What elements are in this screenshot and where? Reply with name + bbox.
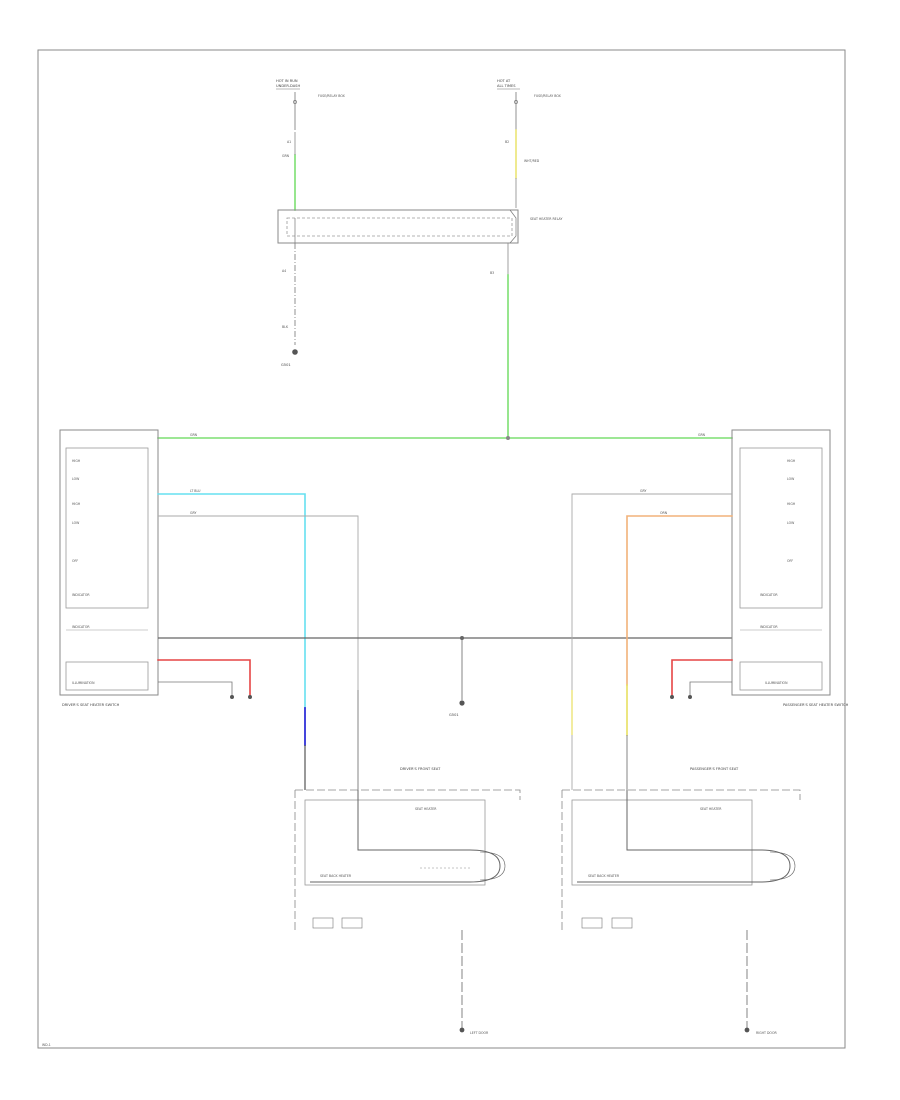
- svg-text:GRN: GRN: [698, 433, 706, 437]
- svg-text:LOW: LOW: [72, 477, 80, 481]
- ground-top-symbol: [292, 349, 298, 355]
- cyan-wire-left: [157, 493, 306, 709]
- right-door-label: RIGHT DOOR: [756, 1031, 777, 1035]
- ground-mid-label: G501: [449, 713, 459, 717]
- svg-text:GRY: GRY: [190, 511, 196, 515]
- svg-text:WHT/RED: WHT/RED: [524, 159, 540, 163]
- top-right-source-label2: ALL TIMES: [497, 84, 516, 88]
- red-wire-right: [671, 659, 733, 696]
- svg-text:B3: B3: [490, 271, 494, 275]
- svg-text:HIGH: HIGH: [72, 502, 81, 506]
- left-seatback-label: SEAT BACK HEATER: [320, 874, 352, 878]
- svg-text:GRY: GRY: [640, 489, 646, 493]
- right-seatback-label: SEAT BACK HEATER: [588, 874, 620, 878]
- svg-text:INDICATOR: INDICATOR: [72, 625, 90, 629]
- svg-text:LOW: LOW: [787, 477, 795, 481]
- page-ref: WD-1: [42, 1043, 51, 1047]
- gray-wire-left: [158, 515, 359, 690]
- svg-text:HIGH: HIGH: [787, 459, 796, 463]
- left-switch-label: DRIVER'S SEAT HEATER SWITCH: [62, 703, 120, 707]
- svg-text:INDICATOR: INDICATOR: [760, 593, 778, 597]
- left-door-label: LEFT DOOR: [470, 1031, 489, 1035]
- left-seat-heater-label: SEAT HEATER: [415, 807, 437, 811]
- passenger-seat-heater-switch: HIGH LOW HIGH LOW OFF INDICATOR INDICATO…: [731, 429, 849, 707]
- svg-text:A4: A4: [282, 269, 286, 273]
- red-wire-left: [157, 659, 251, 696]
- top-right-source: HOT AT ALL TIMES FUSE/RELAY BOX B2: [497, 79, 562, 144]
- seat-heater-relay: SEAT HEATER RELAY: [277, 209, 562, 244]
- top-left-source-label: HOT IN RUN: [276, 79, 298, 83]
- top-left-source: HOT IN RUN UNDER-DASH FUSE/RELAY BOX A1 …: [276, 79, 346, 158]
- svg-text:ILLUMINATION: ILLUMINATION: [72, 681, 95, 685]
- svg-text:INDICATOR: INDICATOR: [760, 625, 778, 629]
- diagram-frame: [37, 49, 846, 1049]
- right-seat-label: PASSENGER'S FRONT SEAT: [690, 767, 739, 771]
- orange-wire-right: [626, 515, 733, 686]
- svg-text:LOW: LOW: [787, 521, 795, 525]
- svg-text:LT BLU: LT BLU: [190, 489, 201, 493]
- top-right-fuse-label: FUSE/RELAY BOX: [534, 94, 562, 98]
- right-seat-heater-label: SEAT HEATER: [700, 807, 722, 811]
- left-seat-label: DRIVER'S FRONT SEAT: [400, 767, 441, 771]
- svg-text:GRN: GRN: [282, 154, 290, 158]
- top-right-source-label: HOT AT: [497, 79, 511, 83]
- passenger-front-seat: PASSENGER'S FRONT SEAT SEAT HEATER SEAT …: [561, 767, 801, 930]
- driver-seat-heater-switch: HIGH LOW HIGH LOW OFF INDICATOR INDICATO…: [59, 429, 159, 707]
- relay-label: SEAT HEATER RELAY: [530, 217, 562, 221]
- right-switch-label: PASSENGER'S SEAT HEATER SWITCH: [783, 703, 849, 707]
- ground-mid-symbol: [459, 700, 465, 706]
- svg-text:ILLUMINATION: ILLUMINATION: [765, 681, 788, 685]
- svg-text:OFF: OFF: [72, 559, 78, 563]
- svg-text:ORN: ORN: [660, 511, 668, 515]
- svg-text:GRN: GRN: [190, 433, 198, 437]
- svg-text:A1: A1: [287, 140, 291, 144]
- top-left-source-label2: UNDER-DASH: [276, 84, 300, 88]
- svg-text:B2: B2: [505, 140, 509, 144]
- svg-text:BLK: BLK: [282, 325, 289, 329]
- svg-text:LOW: LOW: [72, 521, 80, 525]
- ground-top-label: G501: [281, 363, 291, 367]
- gray-wire-right: [571, 493, 732, 790]
- svg-text:HIGH: HIGH: [72, 459, 81, 463]
- svg-text:INDICATOR: INDICATOR: [72, 593, 90, 597]
- driver-front-seat: DRIVER'S FRONT SEAT SEAT HEATER SEAT BAC…: [294, 767, 521, 930]
- svg-text:OFF: OFF: [787, 559, 793, 563]
- top-left-fuse-label: FUSE/RELAY BOX: [318, 94, 346, 98]
- svg-text:HIGH: HIGH: [787, 502, 796, 506]
